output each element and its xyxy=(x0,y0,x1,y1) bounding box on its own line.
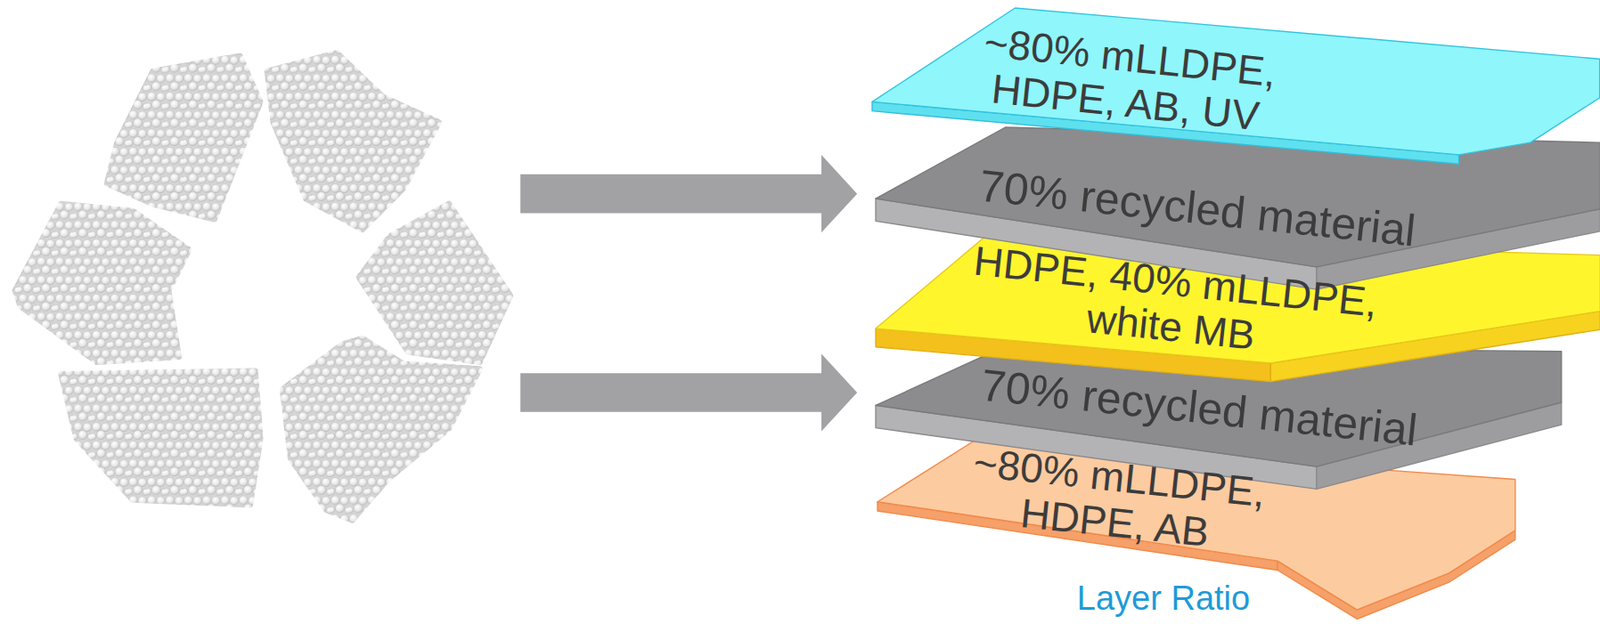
flow-arrow xyxy=(520,353,858,432)
layer-ratio-heading: Layer Ratio xyxy=(1077,580,1250,619)
film-layer-top: ~80% mLLDPE, HDPE, AB, UV xyxy=(872,8,1600,164)
pellet-arrow-part xyxy=(61,371,261,506)
pellet-recycle-symbol xyxy=(15,53,511,522)
layer-face xyxy=(872,8,1600,156)
process-arrows xyxy=(520,155,858,432)
pellet-arrow-head xyxy=(267,53,439,230)
pellet-arrow-part xyxy=(106,56,261,220)
pellet-arrow-head xyxy=(282,338,480,521)
flow-arrow xyxy=(520,155,858,233)
pellet-arrow-part xyxy=(359,204,511,363)
pellet-arrow-head xyxy=(15,204,189,363)
